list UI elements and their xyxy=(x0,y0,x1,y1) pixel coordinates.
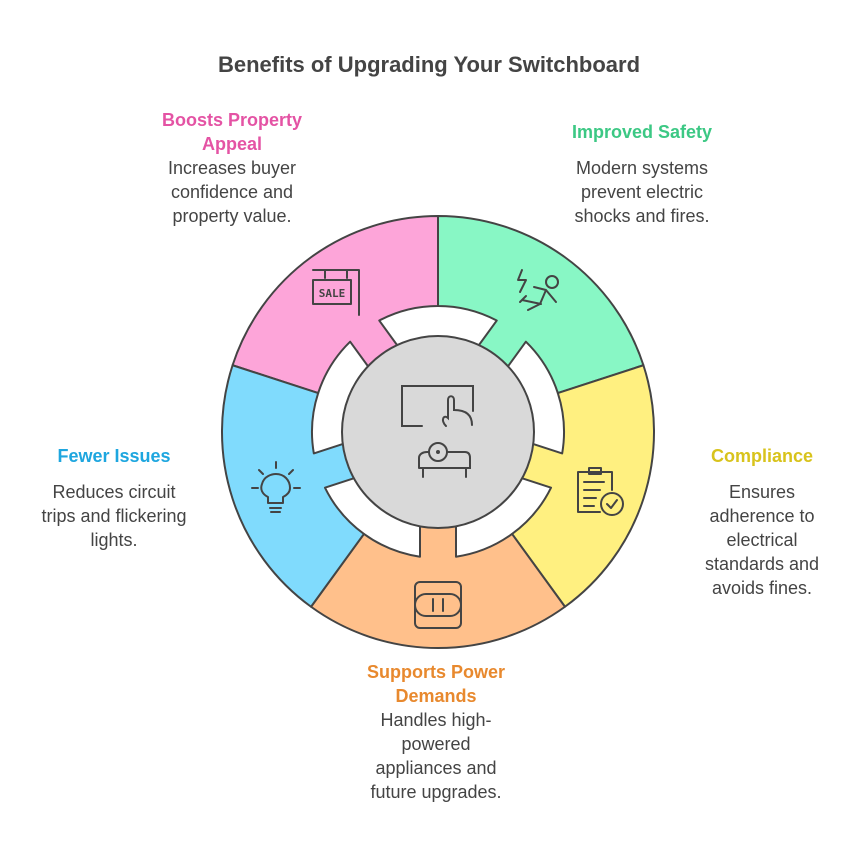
body-line: property value. xyxy=(172,206,292,226)
power-outlet-icon xyxy=(414,581,462,629)
body-line: Reduces circuit xyxy=(52,482,176,502)
benefit-boosts-property-appeal: Boosts Property Appeal Increases buyer c… xyxy=(132,108,332,228)
heading-line: Appeal xyxy=(201,134,262,154)
body-line: avoids fines. xyxy=(711,578,813,598)
heading-line: Supports Power xyxy=(366,662,505,682)
body-line: Modern systems xyxy=(575,158,709,178)
benefit-heading: Compliance xyxy=(672,444,852,468)
benefit-improved-safety: Improved Safety Modern systems prevent e… xyxy=(542,120,742,228)
benefit-fewer-issues: Fewer Issues Reduces circuit trips and f… xyxy=(14,444,214,552)
body-line: shocks and fires. xyxy=(574,206,710,226)
heading-line: Improved Safety xyxy=(571,122,713,142)
benefit-heading: Supports Power Demands xyxy=(336,660,536,708)
clipboard-check-icon xyxy=(577,467,624,516)
benefit-description: Modern systems prevent electric shocks a… xyxy=(542,156,742,228)
electric-shock-icon xyxy=(517,269,559,311)
body-line: electrical xyxy=(726,530,798,550)
lightbulb-icon xyxy=(251,461,301,513)
heading-line: Fewer Issues xyxy=(57,446,171,466)
svg-text:SALE: SALE xyxy=(319,287,346,300)
benefit-description: Reduces circuit trips and flickering lig… xyxy=(14,480,214,552)
body-line: future upgrades. xyxy=(370,782,502,802)
benefit-description: Ensures adherence to electrical standard… xyxy=(672,480,852,600)
heading-line: Compliance xyxy=(710,446,814,466)
diagram-title: Benefits of Upgrading Your Switchboard xyxy=(217,52,641,77)
body-line: Handles high- xyxy=(380,710,492,730)
benefit-description: Increases buyer confidence and property … xyxy=(132,156,332,228)
benefit-description: Handles high- powered appliances and fut… xyxy=(336,708,536,804)
body-line: powered xyxy=(401,734,471,754)
body-line: trips and flickering xyxy=(41,506,187,526)
body-line: Increases buyer xyxy=(167,158,297,178)
body-line: standards and xyxy=(704,554,820,574)
body-line: lights. xyxy=(90,530,138,550)
benefit-heading: Fewer Issues xyxy=(14,444,214,468)
heading-line: Demands xyxy=(395,686,477,706)
center-circle xyxy=(341,335,535,529)
body-line: adherence to xyxy=(709,506,815,526)
body-line: appliances and xyxy=(375,758,497,778)
sale-sign-icon: SALE xyxy=(312,269,360,316)
body-line: confidence and xyxy=(170,182,294,202)
segment-blue xyxy=(221,364,365,608)
benefit-supports-power-demands: Supports Power Demands Handles high- pow… xyxy=(336,660,536,804)
body-line: prevent electric xyxy=(580,182,704,202)
body-line: Ensures xyxy=(728,482,796,502)
heading-line: Boosts Property xyxy=(161,110,303,130)
benefit-heading: Boosts Property Appeal xyxy=(132,108,332,156)
touch-switchboard-icon xyxy=(401,385,474,478)
benefit-heading: Improved Safety xyxy=(542,120,742,144)
benefit-compliance: Compliance Ensures adherence to electric… xyxy=(672,444,852,600)
